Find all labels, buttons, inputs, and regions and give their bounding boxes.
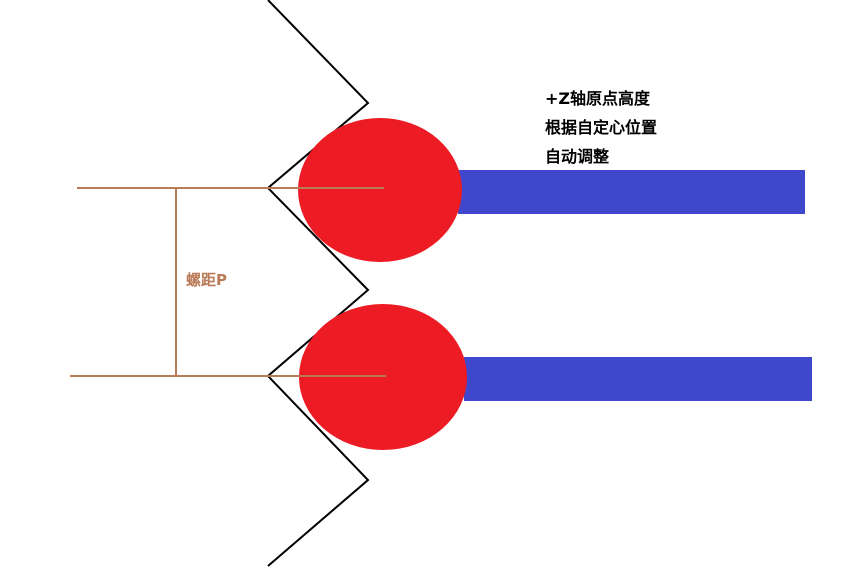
annotation-line-2: 根据自定心位置 (545, 118, 658, 137)
annotation-line-3: 自动调整 (545, 147, 610, 166)
upper-rod (458, 170, 805, 214)
z-origin-annotation: +Z轴原点高度 根据自定心位置 自动调整 (545, 84, 657, 171)
thread-profile (266, 0, 370, 567)
annotation-line-1: +Z轴原点高度 (545, 89, 651, 108)
pitch-label: 螺距P (186, 271, 227, 289)
upper-ball (298, 118, 462, 262)
lower-rod (464, 357, 812, 401)
